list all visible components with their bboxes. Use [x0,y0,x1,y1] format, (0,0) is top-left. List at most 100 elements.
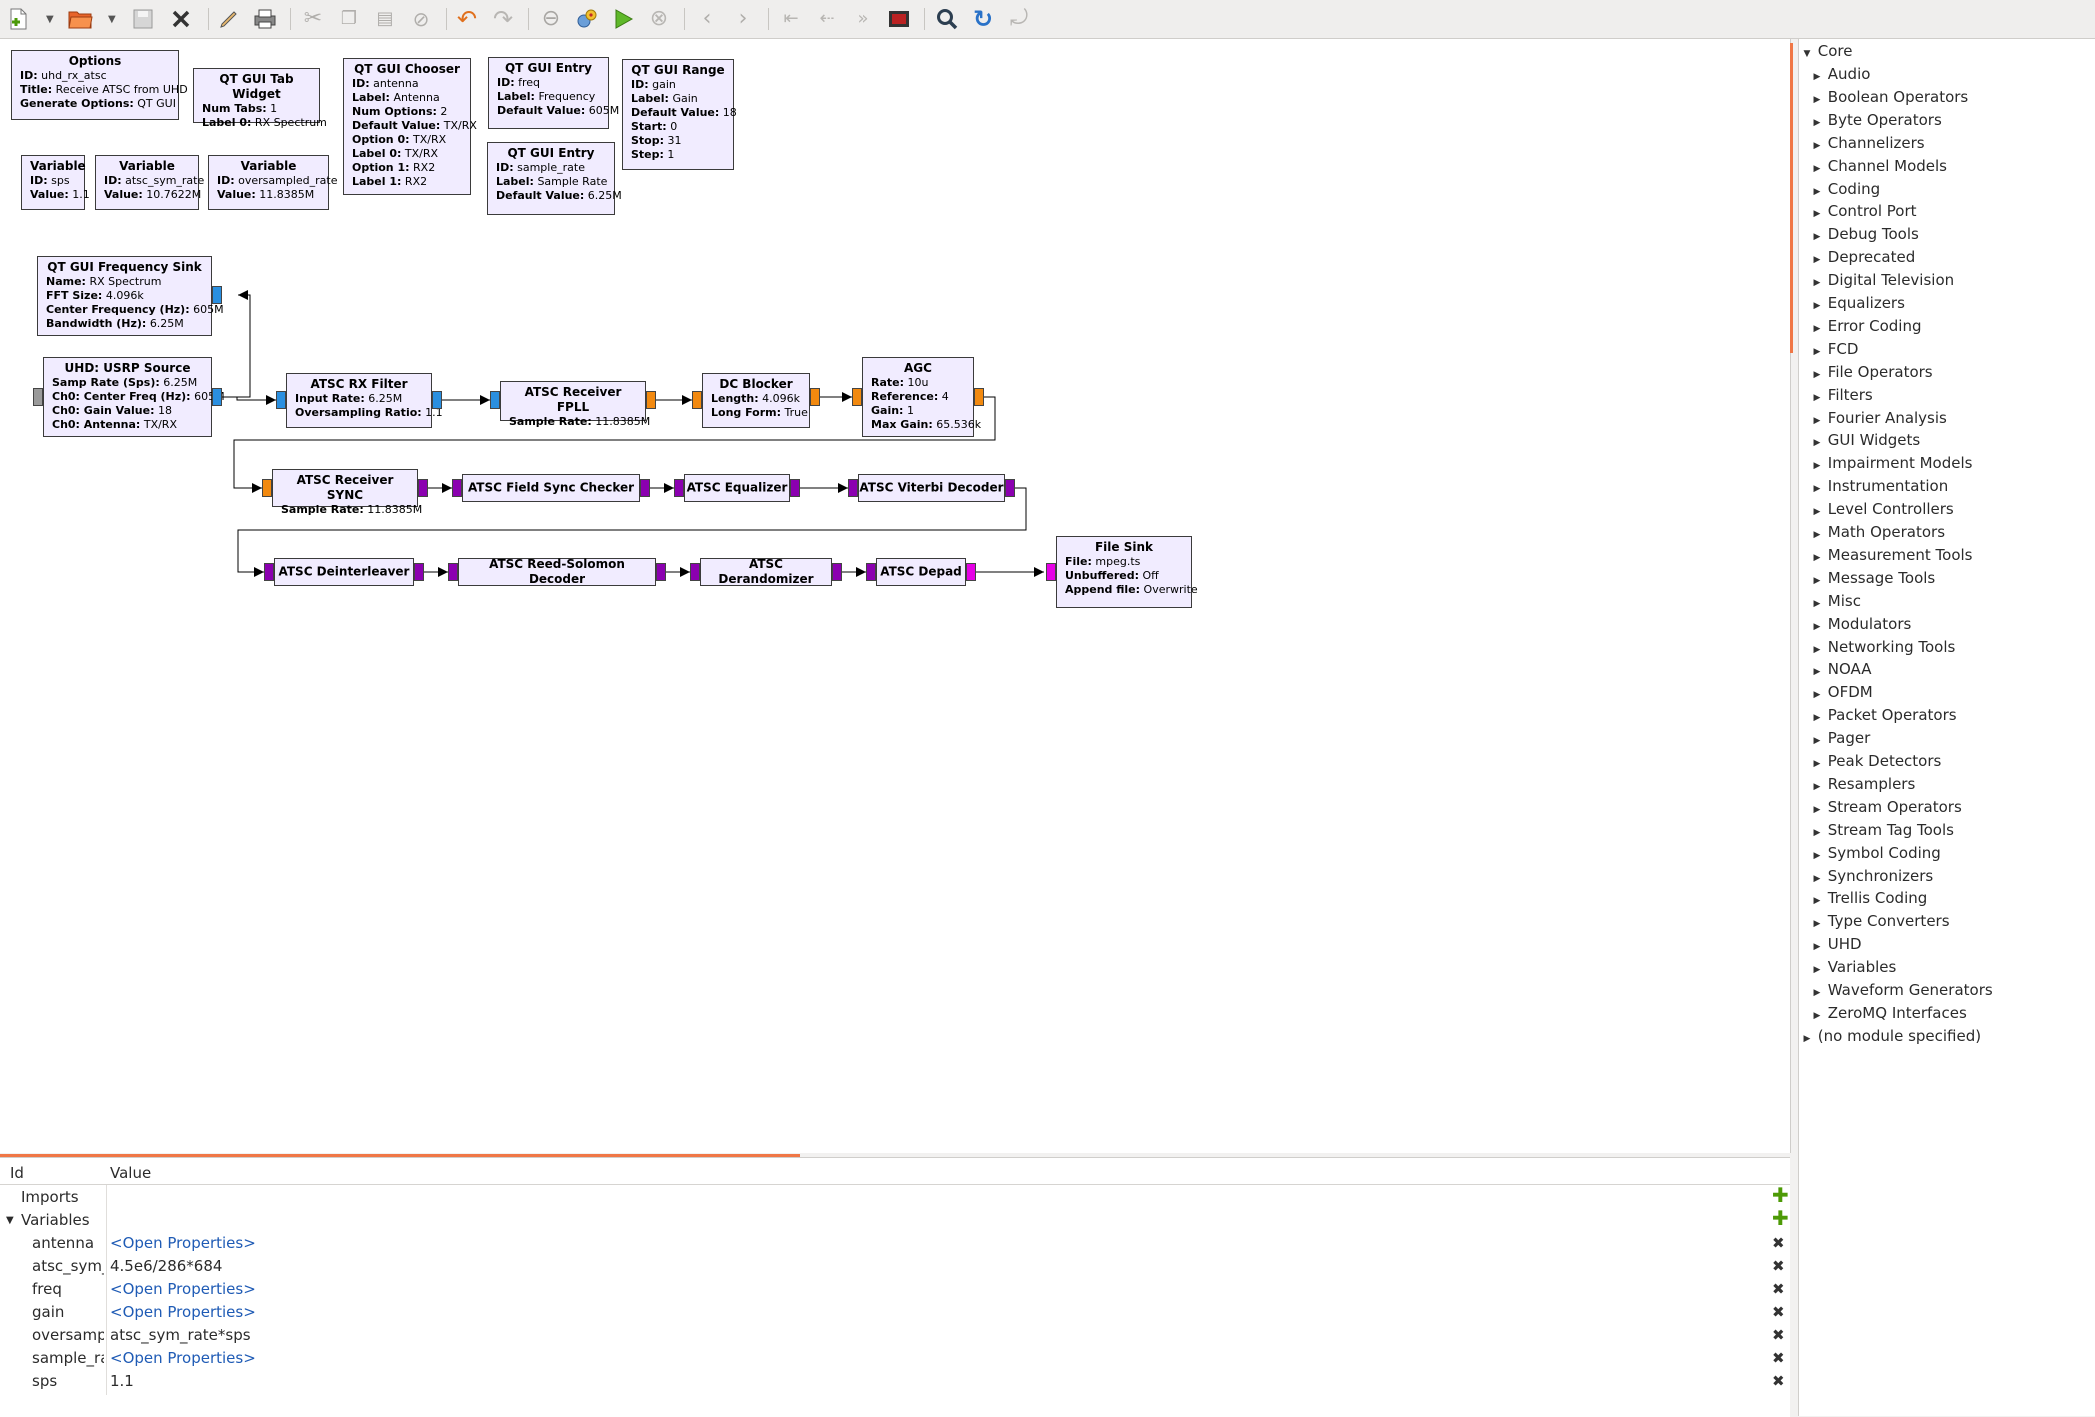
library-category[interactable]: ▶ Instrumentation [1811,475,1949,498]
library-category[interactable]: ▶ Audio [1811,63,1871,86]
library-category[interactable]: ▶ Channel Models [1811,155,1947,178]
rotate-left-icon[interactable]: ‹ [702,6,712,31]
library-category[interactable]: ▶ Variables [1811,956,1897,979]
port-fpll-in[interactable] [490,391,500,409]
library-category[interactable]: ▶ Deprecated [1811,246,1916,269]
bypass-icon[interactable]: ⇠ [819,8,835,29]
port-derandomizer-in[interactable] [690,563,700,581]
port-derandomizer-out[interactable] [832,563,842,581]
library-category[interactable]: ▶ Boolean Operators [1811,86,1969,109]
remove-variable-icon[interactable]: ✖ [1772,1326,1785,1344]
library-category[interactable]: ▶ Error Coding [1811,315,1922,338]
library-category[interactable]: ▶ Type Converters [1811,910,1950,933]
screenshot-icon[interactable] [884,4,914,34]
library-category[interactable]: ▶ File Operators [1811,361,1933,384]
port-rs-in[interactable] [448,563,458,581]
open-properties-link[interactable]: <Open Properties> [110,1303,256,1321]
parse-icon[interactable]: ⤾ [1009,6,1029,31]
library-category[interactable]: ▶ Modulators [1811,613,1912,636]
port-viterbi-out[interactable] [1005,479,1015,497]
library-category[interactable]: ▶ Coding [1811,178,1881,201]
port-filesink-in[interactable] [1046,563,1056,581]
library-category[interactable]: ▶ Impairment Models [1811,452,1973,475]
port-rxfilter-out[interactable] [432,391,442,409]
disable-icon[interactable]: ⊖ [541,6,561,31]
paste-icon[interactable]: ▤ [376,8,394,29]
library-category[interactable]: ▶ Math Operators [1811,521,1946,544]
kill-icon[interactable]: ⊗ [649,6,669,31]
block-atsc-depad[interactable]: ATSC Depad [876,558,966,586]
port-fpll-out[interactable] [646,391,656,409]
remove-variable-icon[interactable]: ✖ [1772,1372,1785,1390]
library-category[interactable]: ▶ Peak Detectors [1811,750,1942,773]
block-atsc-derandomizer[interactable]: ATSC Derandomizer [700,557,832,586]
port-agc-out[interactable] [974,388,984,406]
library-root[interactable]: ▼ Core [1801,40,1853,63]
port-depad-out[interactable] [966,563,976,581]
port-equalizer-out[interactable] [790,479,800,497]
delete-icon[interactable]: ⊘ [412,7,430,31]
library-category[interactable]: ▶ Fourier Analysis [1811,407,1947,430]
print-icon[interactable] [250,4,280,34]
add-import-icon[interactable]: ✚ [1772,1183,1789,1207]
splitter-accent[interactable] [1790,43,1793,353]
library-category[interactable]: ▶ Control Port [1811,200,1917,223]
port-deinterleaver-out[interactable] [414,563,424,581]
open-properties-link[interactable]: <Open Properties> [110,1349,256,1367]
library-category[interactable]: ▶ Filters [1811,384,1873,407]
variable-row[interactable]: gain<Open Properties>✖ [0,1301,1790,1324]
remove-variable-icon[interactable]: ✖ [1772,1303,1785,1321]
find-icon[interactable] [932,4,962,34]
add-variable-icon[interactable]: ✚ [1772,1206,1789,1230]
port-dc-in[interactable] [692,391,702,409]
library-category[interactable]: ▶ Byte Operators [1811,109,1942,132]
library-category[interactable]: ▶ Trellis Coding [1811,887,1928,910]
library-category[interactable]: ▶ Packet Operators [1811,704,1957,727]
remove-variable-icon[interactable]: ✖ [1772,1257,1785,1275]
library-category[interactable]: ▶ ZeroMQ Interfaces [1811,1002,1967,1025]
library-category[interactable]: ▶ NOAA [1811,658,1872,681]
new-file-dropdown-icon[interactable]: ▼ [46,14,54,25]
port-agc-in[interactable] [852,388,862,406]
reload-icon[interactable]: ↻ [972,5,994,33]
disable-block-icon[interactable]: » [857,8,869,29]
port-sync-out[interactable] [418,479,428,497]
new-file-icon[interactable] [4,4,34,34]
library-category[interactable]: ▶ Level Controllers [1811,498,1954,521]
rotate-right-icon[interactable]: › [738,6,748,31]
library-category[interactable]: ▶ Misc [1811,590,1861,613]
library-category[interactable]: ▶ Equalizers [1811,292,1905,315]
library-category[interactable]: ▶ Pager [1811,727,1871,750]
port-rs-out[interactable] [656,563,666,581]
splitter-accent[interactable] [0,1154,800,1157]
remove-variable-icon[interactable]: ✖ [1772,1234,1785,1252]
library-category[interactable]: ▶ Synchronizers [1811,865,1934,888]
edit-icon[interactable] [214,4,244,34]
block-atsc-viterbi-decoder[interactable]: ATSC Viterbi Decoder [858,474,1005,502]
port-usrp-out[interactable] [212,388,222,406]
variable-row[interactable]: oversampled_rateatsc_sym_rate*sps✖ [0,1324,1790,1347]
block-atsc-deinterleaver[interactable]: ATSC Deinterleaver [274,558,414,586]
library-category[interactable]: ▶ Measurement Tools [1811,544,1973,567]
library-category[interactable]: ▶ Symbol Coding [1811,842,1941,865]
variable-row[interactable]: sample_rate<Open Properties>✖ [0,1347,1790,1370]
open-folder-icon[interactable] [66,4,96,34]
copy-icon[interactable]: ❐ [340,8,358,29]
library-category[interactable]: ▶ Waveform Generators [1811,979,1993,1002]
library-category[interactable]: ▶ GUI Widgets [1811,429,1921,452]
variables-row[interactable]: ▼ Variables ✚ [0,1206,1790,1232]
port-fieldsync-out[interactable] [640,479,650,497]
variable-row[interactable]: atsc_sym_rate4.5e6/286*684✖ [0,1255,1790,1278]
port-sync-in[interactable] [262,479,272,497]
port-viterbi-in[interactable] [848,479,858,497]
remove-variable-icon[interactable]: ✖ [1772,1280,1785,1298]
